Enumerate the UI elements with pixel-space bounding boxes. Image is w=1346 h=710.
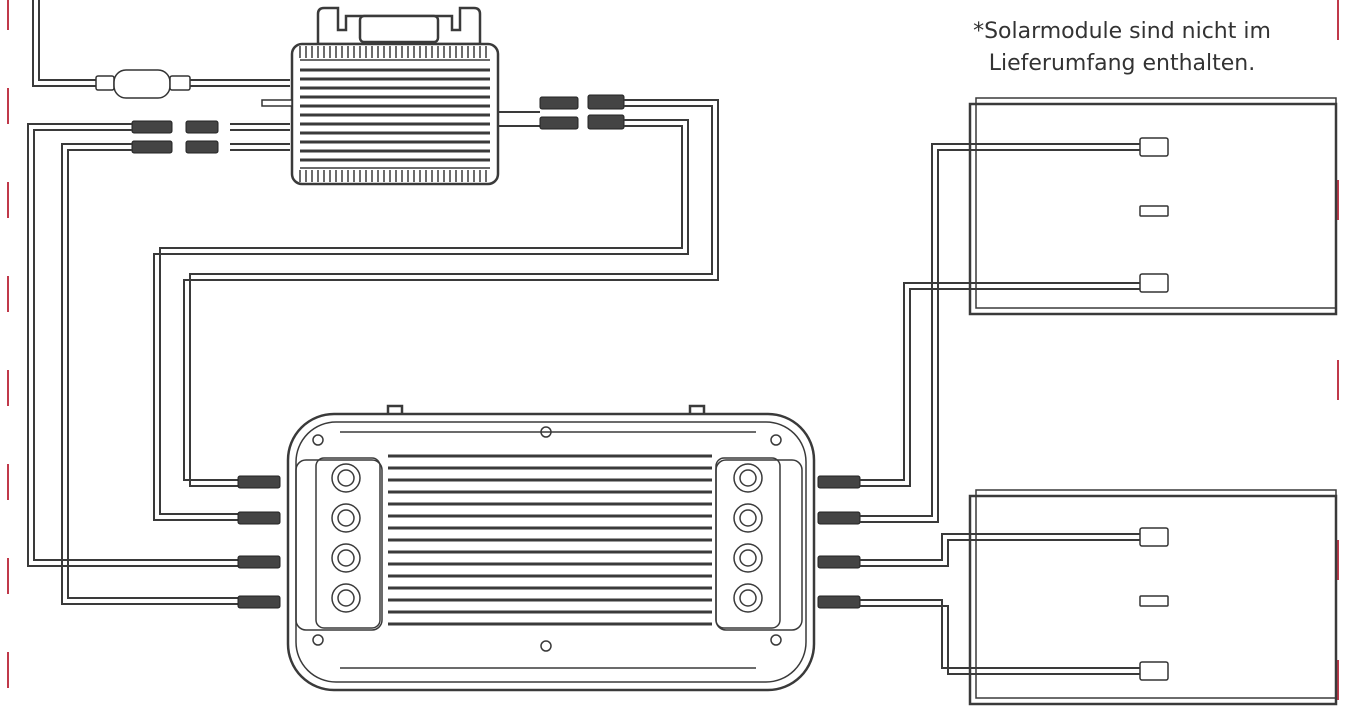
edge-marks (7, 0, 1339, 700)
disclaimer-line-1: *Solarmodule sind nicht im (973, 19, 1271, 44)
battery-fins (388, 454, 712, 626)
ac-cable (32, 0, 290, 99)
battery-unit (237, 404, 861, 692)
battery-ports (331, 463, 763, 613)
inverter-dc-in-connectors (27, 120, 290, 605)
solar-module-disclaimer: *Solarmodule sind nicht im Lieferumfang … (932, 16, 1312, 80)
solar-module-2 (860, 489, 1338, 706)
disclaimer-line-2: Lieferumfang enthalten. (988, 51, 1256, 76)
microinverter (261, 6, 500, 186)
inverter-output-connectors (153, 94, 719, 521)
inverter-fins (299, 46, 490, 182)
solar-module-1 (860, 97, 1338, 523)
